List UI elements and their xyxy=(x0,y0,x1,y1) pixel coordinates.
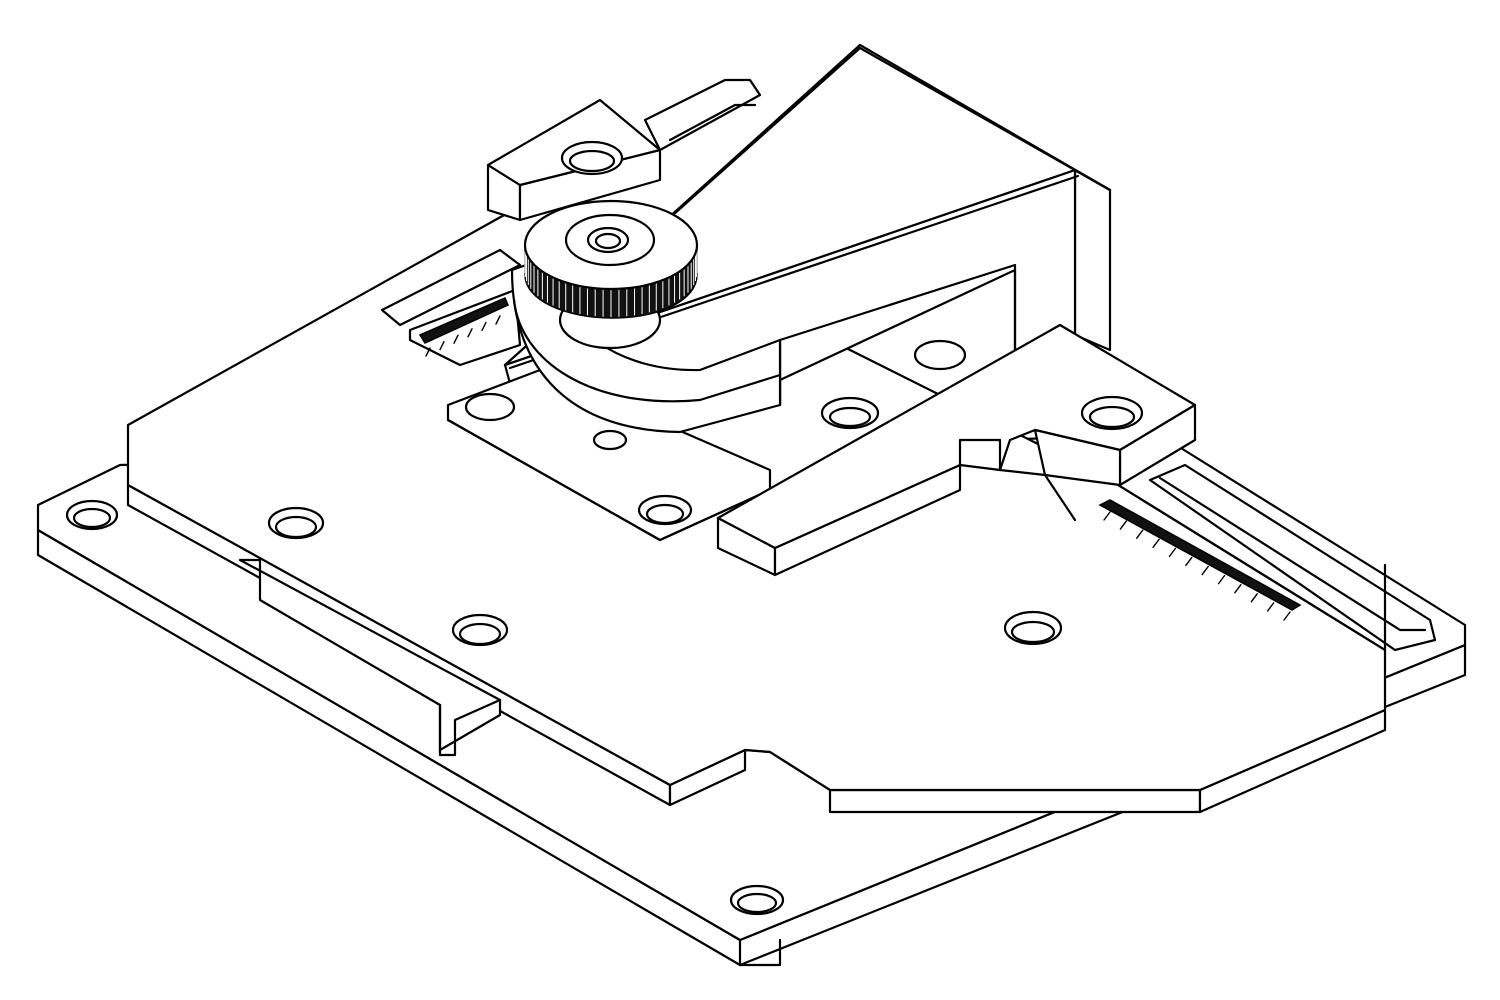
base-hole-left-inner xyxy=(72,507,112,529)
base-plate-corner-notch xyxy=(738,938,782,967)
knob-bore xyxy=(586,226,630,254)
right-rail-slot-inner xyxy=(1158,476,1427,632)
base-hole-bottom-inner xyxy=(736,892,778,914)
right-scale-tick xyxy=(1152,538,1160,548)
knob-top-face xyxy=(523,199,699,291)
left-scale-tick xyxy=(467,328,473,338)
right-bracket-bevel xyxy=(998,468,1077,522)
right-scale-tick xyxy=(1217,574,1226,585)
right-scale-ticks xyxy=(1103,511,1291,621)
right-scale-bar xyxy=(1098,499,1302,611)
clamp-hole-2 xyxy=(592,429,628,451)
upper-clamp-hole-inner xyxy=(568,149,616,173)
right-scale-tick xyxy=(1234,584,1242,594)
rear-rail xyxy=(643,78,762,152)
left-scale-ticks xyxy=(425,315,501,357)
left-slot-body xyxy=(380,248,522,327)
upper-clamp-block-top xyxy=(486,98,662,187)
clamp-plate-edge xyxy=(446,418,772,542)
bracket-hole-2 xyxy=(820,396,880,430)
right-scale-tick xyxy=(1250,593,1258,603)
slide-hole-1-inner xyxy=(274,515,318,539)
right-rail xyxy=(1108,463,1437,652)
left-scale-tick xyxy=(439,340,445,351)
clamp-hole-3 xyxy=(637,494,693,526)
slide-hole-3-inner xyxy=(1010,620,1056,644)
right-bracket-notch xyxy=(958,438,1002,472)
right-bracket xyxy=(716,323,1197,577)
right-scale-tick xyxy=(1119,520,1128,530)
right-bracket-top xyxy=(716,323,1197,550)
knob-housing-rim xyxy=(512,298,782,403)
right-scale-tick xyxy=(1136,529,1144,539)
base-hole-left xyxy=(65,499,119,531)
knob-knurl-lines xyxy=(524,245,698,317)
left-scale-tick xyxy=(453,334,459,344)
upper-clamp-hole xyxy=(560,140,624,176)
knob-bore-inner xyxy=(594,232,622,250)
upper-clamp-block xyxy=(486,98,662,222)
left-scale-tick xyxy=(481,321,487,332)
rear-carriage-side xyxy=(1073,168,1112,352)
rear-rail-slot xyxy=(668,103,757,142)
left-scale-bar xyxy=(418,297,509,344)
slide-hole-2-inner xyxy=(458,622,502,646)
bracket-hole-1 xyxy=(1080,395,1144,431)
bracket-hole-1-inner xyxy=(1088,405,1136,429)
knurled-knob xyxy=(523,199,699,350)
right-scale xyxy=(1098,499,1302,621)
left-scale-tick xyxy=(495,315,501,325)
right-scale-tick xyxy=(1266,602,1275,612)
left-scale-tick xyxy=(425,347,431,357)
clamp-hole-3-inner xyxy=(645,503,685,525)
right-rail-slot xyxy=(1148,463,1437,652)
left-scale xyxy=(418,297,509,357)
slide-hole-3 xyxy=(1003,610,1063,646)
rear-rail-body xyxy=(643,78,762,152)
right-scale-tick xyxy=(1201,565,1209,576)
slide-plate-side-3 xyxy=(828,788,1202,814)
under-block-edge xyxy=(438,698,502,757)
right-rail-edge xyxy=(1108,478,1387,652)
clamp-hole-1 xyxy=(464,392,516,422)
right-scale-tick xyxy=(1168,547,1177,558)
slide-plate-notch xyxy=(743,748,832,792)
bracket-hole-3 xyxy=(913,339,967,371)
right-bracket-tab-front xyxy=(1033,428,1122,487)
under-block xyxy=(238,558,502,757)
right-scale-tick xyxy=(1103,511,1111,521)
bracket-hole-2-inner xyxy=(828,406,872,428)
base-hole-bottom xyxy=(729,884,785,916)
right-scale-tick xyxy=(1283,611,1291,621)
knob-recess xyxy=(564,213,656,267)
right-scale-tick xyxy=(1185,556,1193,567)
